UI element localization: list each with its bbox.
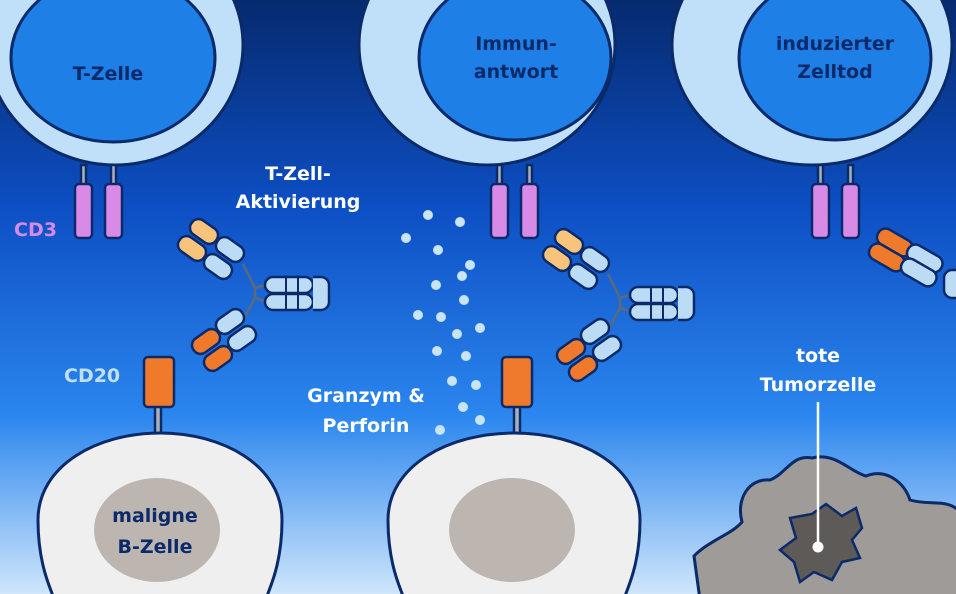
b-cell-targeted	[386, 431, 642, 594]
dead-cell-label-line1: tote	[796, 345, 840, 367]
cd3-label: CD3	[14, 219, 57, 241]
immune-response-label-line2: antwort	[474, 61, 559, 83]
b-cell-label-line2: B-Zelle	[118, 536, 193, 558]
dead-tumor-cell	[692, 402, 956, 594]
cell-death-label-line1: induzierter	[776, 33, 895, 55]
granzyme-label-line2: Perforin	[323, 415, 410, 437]
t-cell-label: T-Zelle	[73, 63, 144, 85]
activation-label-line1: T-Zell-	[265, 163, 331, 185]
granzyme-label-line1: Granzym &	[307, 385, 425, 407]
activation-label-line2: Aktivierung	[236, 191, 361, 213]
b-cell-malignant	[36, 431, 284, 594]
granzyme-perforin-dots	[401, 210, 485, 435]
cd20-receptors	[142, 355, 534, 437]
b-cell-label-line1: maligne	[112, 505, 198, 527]
immune-response-label-line1: Immun-	[475, 33, 557, 55]
dead-cell-label-line2: Tumorzelle	[760, 374, 876, 396]
cd3-receptors	[73, 163, 861, 240]
antibody-3-partial	[867, 227, 956, 300]
t-cell-3	[670, 0, 954, 167]
cell-death-label-line2: Zelltod	[797, 61, 872, 83]
t-cell-2	[357, 0, 617, 167]
cd20-label: CD20	[64, 365, 120, 387]
